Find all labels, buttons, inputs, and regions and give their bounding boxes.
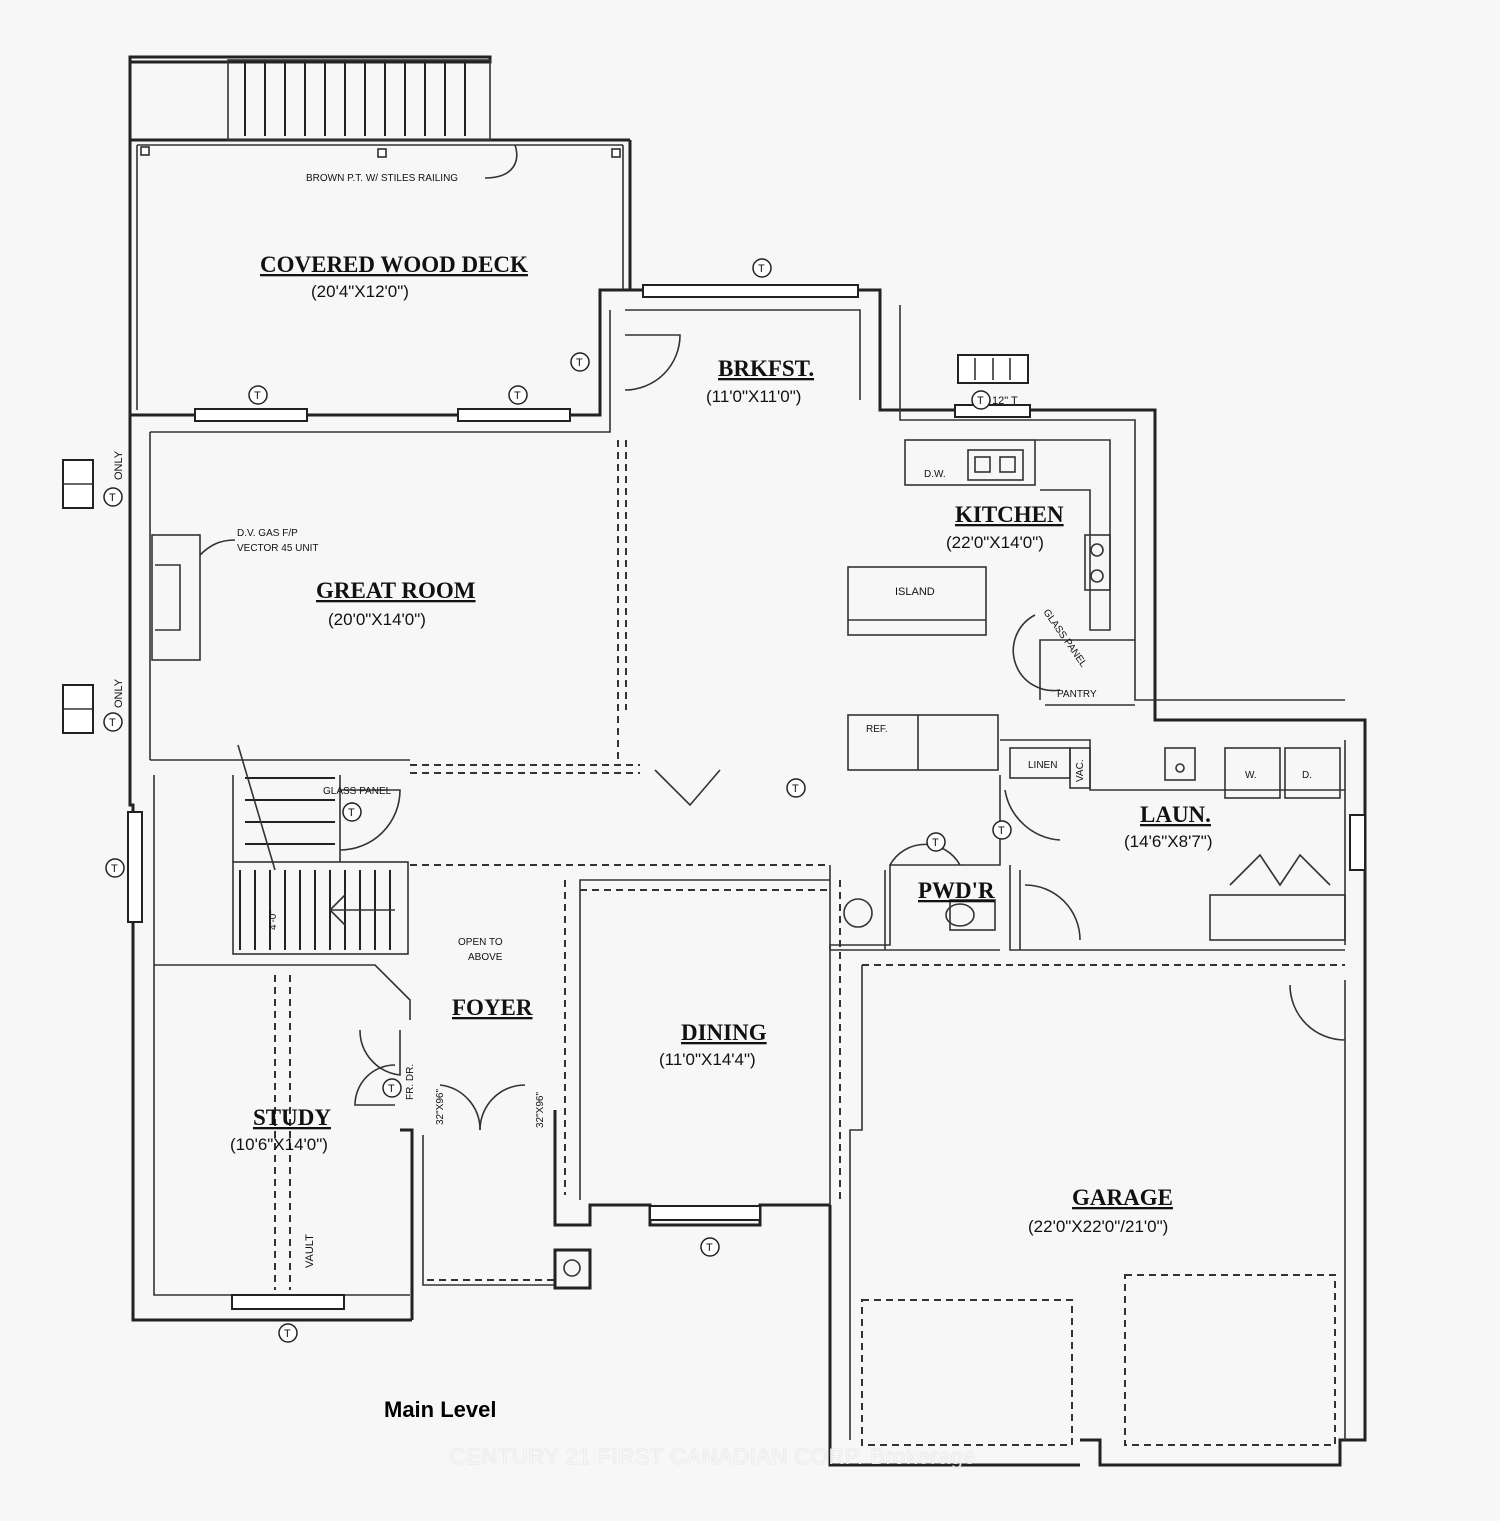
study-dims: (10'6"X14'0")	[230, 1135, 328, 1154]
dryer-label: D.	[1302, 770, 1312, 781]
windows	[62, 284, 1366, 1446]
interior-walls	[150, 439, 1346, 1290]
svg-text:T: T	[932, 837, 939, 849]
room-labels: BRKFST. (11'0"X11'0") GREAT ROOM (20'0"X…	[230, 356, 1213, 1236]
door-right-size: 32"X96"	[535, 1092, 546, 1128]
vault-label: VAULT	[304, 1234, 316, 1268]
deck-name: COVERED WOOD DECK	[260, 252, 528, 277]
annotations: ISLAND D.W. REF. PANTRY GLASS PANEL GLAS…	[113, 395, 1312, 1268]
powder-name: PWD'R	[918, 878, 995, 903]
svg-text:T: T	[514, 390, 521, 402]
garage-name: GARAGE	[1072, 1185, 1173, 1210]
breakfast-dims: (11'0"X11'0")	[706, 387, 801, 406]
svg-text:T: T	[109, 717, 116, 729]
fireplace-note-1: D.V. GAS F/P	[237, 528, 298, 539]
svg-text:T: T	[792, 783, 799, 795]
kitchen-dims: (22'0"X14'0")	[946, 533, 1044, 552]
foyer-name: FOYER	[452, 995, 533, 1020]
svg-text:T: T	[254, 390, 261, 402]
window-note: 12" T	[992, 395, 1018, 407]
svg-text:T: T	[706, 1242, 713, 1254]
watermark: CENTURY 21 FIRST CANADIAN CORP. Brokerag…	[450, 1444, 977, 1469]
svg-text:T: T	[758, 263, 765, 275]
transom-marks: T T T T T T T T T T T T T T T	[103, 258, 1012, 1343]
doors	[339, 334, 1346, 1131]
vac-label: VAC.	[1075, 759, 1086, 782]
dining-name: DINING	[681, 1020, 767, 1045]
level-label: Main Level	[384, 1397, 497, 1422]
svg-text:T: T	[388, 1083, 395, 1095]
fridge-label: REF.	[866, 724, 888, 735]
svg-text:T: T	[998, 825, 1005, 837]
svg-text:T: T	[111, 863, 118, 875]
study-name: STUDY	[253, 1105, 331, 1130]
deck-dims: (20'4"X12'0")	[311, 282, 409, 301]
deck-stair	[227, 59, 491, 141]
svg-text:T: T	[977, 395, 984, 407]
glass-panel-pantry: GLASS PANEL	[1041, 607, 1089, 670]
stair-width: 4'-0"	[268, 910, 279, 930]
dining-dims: (11'0"X14'4")	[659, 1050, 756, 1069]
laundry-name: LAUN.	[1140, 802, 1211, 827]
svg-text:T: T	[576, 357, 583, 369]
great-room-dims: (20'0"X14'0")	[328, 610, 426, 629]
island-label: ISLAND	[895, 586, 935, 598]
glass-panel-stair: GLASS PANEL	[323, 786, 392, 797]
transom-only-2: ONLY	[113, 678, 125, 708]
svg-text:T: T	[284, 1328, 291, 1340]
open-to-above-1: OPEN TO	[458, 937, 503, 948]
svg-text:T: T	[348, 807, 355, 819]
open-to-above-2: ABOVE	[468, 952, 503, 963]
washer-label: W.	[1245, 770, 1257, 781]
covered-wood-deck: BROWN P.T. W/ STILES RAILING COVERED WOO…	[128, 55, 632, 415]
svg-text:T: T	[109, 492, 116, 504]
linen-label: LINEN	[1028, 760, 1057, 771]
laundry-dims: (14'6"X8'7")	[1124, 832, 1213, 851]
breakfast-name: BRKFST.	[718, 356, 814, 381]
fireplace-note-2: VECTOR 45 UNIT	[237, 543, 319, 554]
railing-note: BROWN P.T. W/ STILES RAILING	[306, 173, 458, 184]
exterior-walls	[128, 288, 1367, 1467]
great-room-name: GREAT ROOM	[316, 578, 476, 603]
fireplace: D.V. GAS F/P VECTOR 45 UNIT	[151, 528, 319, 661]
front-door-label: FR. DR.	[405, 1064, 416, 1100]
transom-only-1: ONLY	[113, 450, 125, 480]
island	[847, 566, 987, 636]
garage-dims: (22'0"X22'0"/21'0")	[1028, 1217, 1168, 1236]
kitchen-name: KITCHEN	[955, 502, 1064, 527]
door-left-size: 32"X96"	[435, 1089, 446, 1125]
main-stair: 4'-0"	[237, 744, 395, 950]
pantry-label: PANTRY	[1057, 689, 1097, 700]
dishwasher-label: D.W.	[924, 469, 946, 480]
